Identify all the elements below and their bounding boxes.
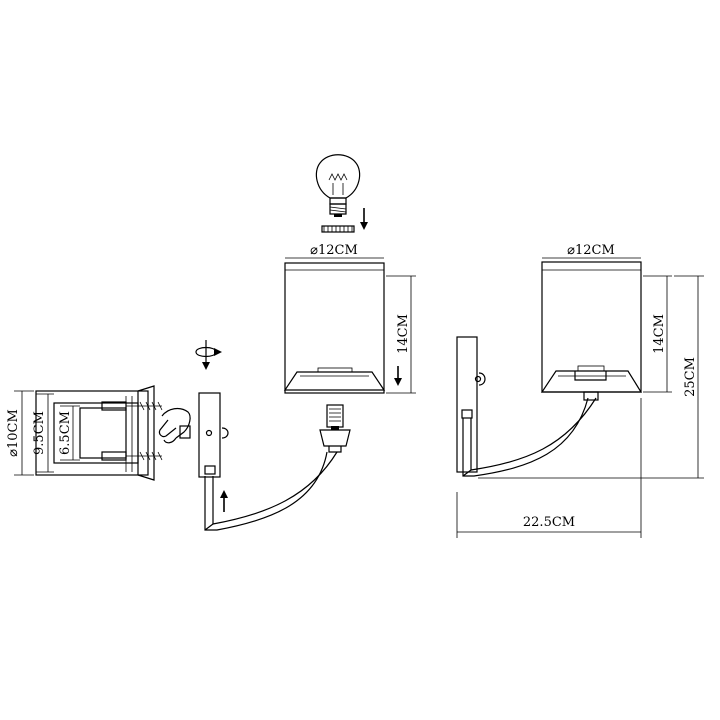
mount-spacing-inner-label: 6.5CM <box>58 411 73 455</box>
dim-total-width: 22.5CM <box>456 398 642 538</box>
install-shade-diameter-label: ⌀12CM <box>310 243 358 258</box>
total-width-label: 22.5CM <box>523 515 575 530</box>
shade-install <box>283 262 386 394</box>
dim-base-diameter: ⌀10CM <box>6 390 34 476</box>
hand-screwdriver-icon <box>158 407 191 444</box>
socket-ring-icon <box>321 225 355 233</box>
dim-final-shade-height: 14CM <box>643 275 672 393</box>
final-shade-diameter-label: ⌀12CM <box>567 243 615 258</box>
backplate-final <box>456 336 486 473</box>
rotate-icon <box>195 340 222 370</box>
dim-mount-spacing-outer: 9.5CM <box>32 393 54 473</box>
final-shade-height-label: 14CM <box>652 314 667 354</box>
dim-total-height: 25CM <box>478 275 704 479</box>
wall-mount-bracket <box>35 385 155 481</box>
install-shade-height-label: 14CM <box>396 314 411 354</box>
dim-install-shade-diameter: ⌀12CM <box>285 243 384 259</box>
arrow-up-icon <box>220 490 228 512</box>
lamp-socket <box>319 404 351 453</box>
arrow-down-icon <box>394 366 402 386</box>
screw-icon <box>101 401 163 411</box>
base-diameter-label: ⌀10CM <box>6 409 21 457</box>
backplate-install <box>198 392 229 478</box>
arrow-down-icon <box>360 208 368 230</box>
dim-mount-spacing-inner: 6.5CM <box>58 405 80 461</box>
lamp-arm-final <box>462 397 597 477</box>
dim-install-shade-height: 14CM <box>386 275 416 394</box>
mount-spacing-outer-label: 9.5CM <box>32 411 47 455</box>
lamp-arm-install <box>204 451 338 531</box>
dim-final-shade-diameter: ⌀12CM <box>542 243 641 259</box>
total-height-label: 25CM <box>683 357 698 397</box>
screw-icon <box>101 451 163 461</box>
shade-final <box>540 261 643 401</box>
light-bulb-icon <box>315 154 361 217</box>
